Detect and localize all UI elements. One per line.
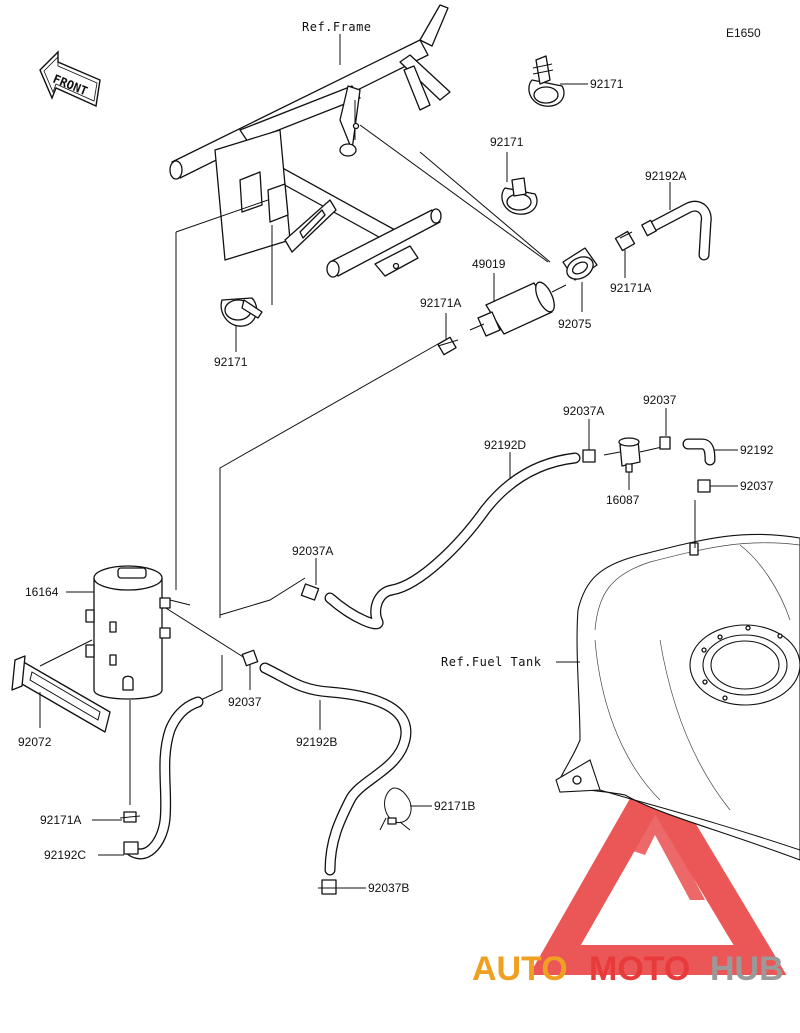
ref-fuel-tank-label: Ref.Fuel Tank [441,655,542,669]
label-92192D: 92192D [484,438,526,452]
fuel-tank [555,533,800,861]
clip-92037B [318,879,340,895]
label-92192C: 92192C [44,848,86,862]
hose-92192B [259,662,412,876]
watermark-logo [529,755,787,975]
label-92037A-top: 92037A [563,404,604,418]
watermark-auto: AUTO [472,950,568,988]
hose-92192C [123,696,204,860]
clamp-92171-top [528,55,565,107]
band-92072 [11,655,111,733]
clip-92037-mid [241,649,259,667]
hose-92192D [324,452,581,630]
diagram-code: E1650 [726,26,761,40]
frame-assembly [169,4,451,278]
clamp-92171B [379,787,412,831]
label-92037A-left: 92037A [292,544,333,558]
label-49019: 49019 [472,257,506,271]
front-arrow-icon: FRONT [39,50,101,108]
fuel-filter-49019 [469,281,567,337]
clamp-92171A-mid [437,336,459,356]
label-92171A-mid: 92171A [420,296,461,310]
watermark-text: AUTO MOTO HUB [472,950,784,988]
valve-16087 [603,437,663,473]
label-92037-top: 92037 [643,393,677,407]
hose-92192A [641,200,712,261]
label-92171B: 92171B [434,799,475,813]
label-16087: 16087 [606,493,640,507]
clip-92037-right [697,479,711,493]
label-92171A-right: 92171A [610,281,651,295]
clip-92037-top [659,436,671,450]
label-92037-mid: 92037 [228,695,262,709]
ref-frame-label: Ref.Frame [302,20,372,34]
holder-92075 [562,247,598,281]
clip-92037A-left [300,583,320,601]
label-92037-right: 92037 [740,479,774,493]
label-16164: 16164 [25,585,59,599]
label-92171-left: 92171 [214,355,248,369]
clamp-92171-mid [501,177,538,215]
clamp-92171A-bottom [119,811,141,823]
hose-92192 [682,438,716,466]
watermark-hub: HUB [710,950,784,988]
label-92192B: 92192B [296,735,337,749]
clamp-92171-left [220,297,263,327]
label-92072: 92072 [18,735,52,749]
label-92075: 92075 [558,317,592,331]
label-92037B: 92037B [368,881,409,895]
watermark-moto: MOTO [589,950,690,988]
label-92192A: 92192A [645,169,686,183]
canister-16164 [85,565,171,700]
clamp-92171A-right [614,230,636,252]
label-92192: 92192 [740,443,774,457]
label-92171A-bottom: 92171A [40,813,81,827]
label-92171-mid: 92171 [490,135,524,149]
clip-92037A-top [582,449,596,463]
label-92171-top: 92171 [590,77,624,91]
